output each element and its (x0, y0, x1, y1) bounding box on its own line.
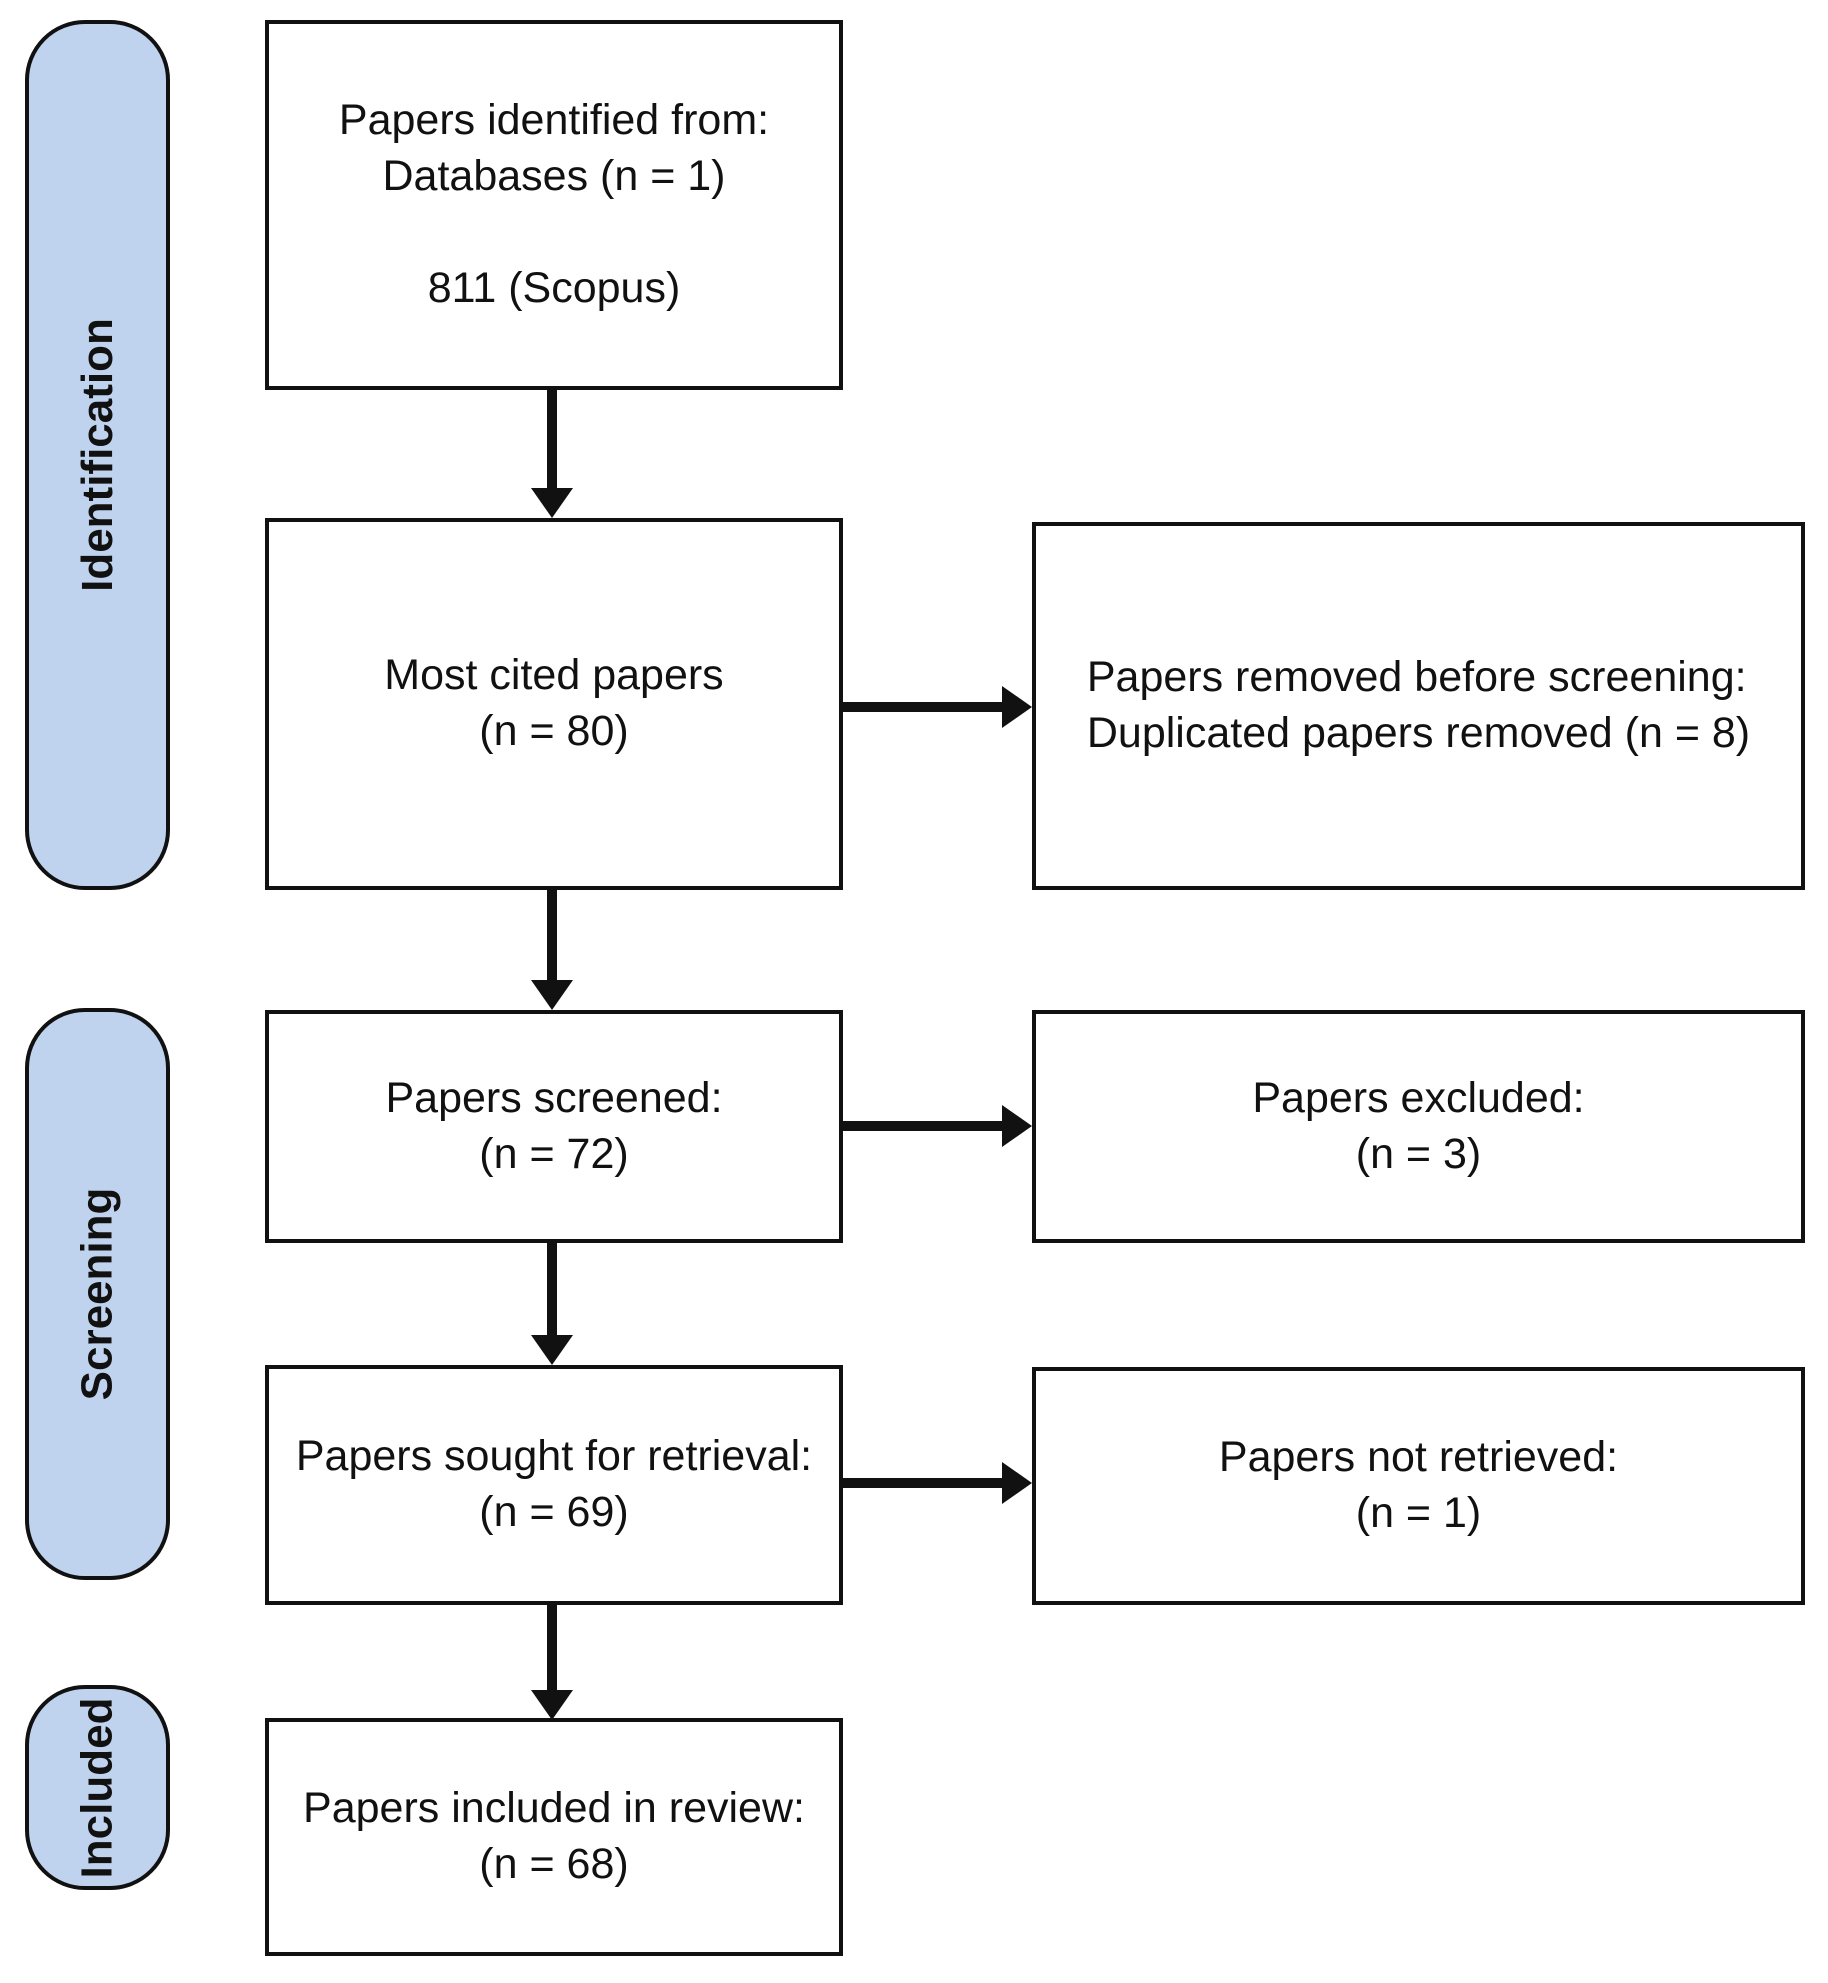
arrow-shaft (547, 1243, 557, 1337)
box-papers-excluded: Papers excluded: (n = 3) (1032, 1010, 1805, 1243)
box-papers-removed-before-screening-text: Papers removed before screening: Duplica… (1086, 653, 1751, 757)
box-papers-sought-for-retrieval-text: Papers sought for retrieval: (n = 69) (295, 1432, 813, 1536)
arrow-shaft (547, 890, 557, 982)
stage-pill-identification: Identification (25, 20, 170, 890)
box-papers-screened-text: Papers screened: (n = 72) (385, 1073, 723, 1178)
stage-label-included: Included (72, 1697, 122, 1878)
arrow-head (1002, 686, 1032, 728)
arrow-shaft (547, 390, 557, 490)
arrow-head (531, 1335, 573, 1365)
arrow-shaft (547, 1605, 557, 1692)
arrow-head (1002, 1462, 1032, 1504)
arrow-head (531, 980, 573, 1010)
box-papers-sought-for-retrieval: Papers sought for retrieval: (n = 69) (265, 1365, 843, 1605)
box-papers-included-in-review: Papers included in review: (n = 68) (265, 1718, 843, 1956)
box-most-cited-papers-text: Most cited papers (n = 80) (384, 651, 724, 755)
box-most-cited-papers: Most cited papers (n = 80) (265, 518, 843, 890)
box-papers-not-retrieved-text: Papers not retrieved: (n = 1) (1218, 1433, 1619, 1537)
box-papers-not-retrieved: Papers not retrieved: (n = 1) (1032, 1367, 1805, 1605)
box-papers-identified: Papers identified from: Databases (n = 1… (265, 20, 843, 390)
box-papers-included-in-review-text: Papers included in review: (n = 68) (303, 1784, 805, 1888)
box-papers-removed-before-screening: Papers removed before screening: Duplica… (1032, 522, 1805, 890)
box-papers-identified-text: Papers identified from: Databases (n = 1… (338, 96, 770, 312)
stage-label-screening: Screening (72, 1187, 122, 1401)
stage-label-identification: Identification (72, 318, 122, 592)
arrow-shaft (843, 1478, 1003, 1488)
stage-pill-included: Included (25, 1685, 170, 1890)
box-papers-excluded-text: Papers excluded: (n = 3) (1252, 1073, 1585, 1178)
arrow-shaft (843, 702, 1003, 712)
arrow-head (1002, 1105, 1032, 1147)
arrow-shaft (843, 1121, 1003, 1131)
arrow-head (531, 488, 573, 518)
arrow-head (531, 1690, 573, 1720)
stage-pill-screening: Screening (25, 1008, 170, 1580)
box-papers-screened: Papers screened: (n = 72) (265, 1010, 843, 1243)
